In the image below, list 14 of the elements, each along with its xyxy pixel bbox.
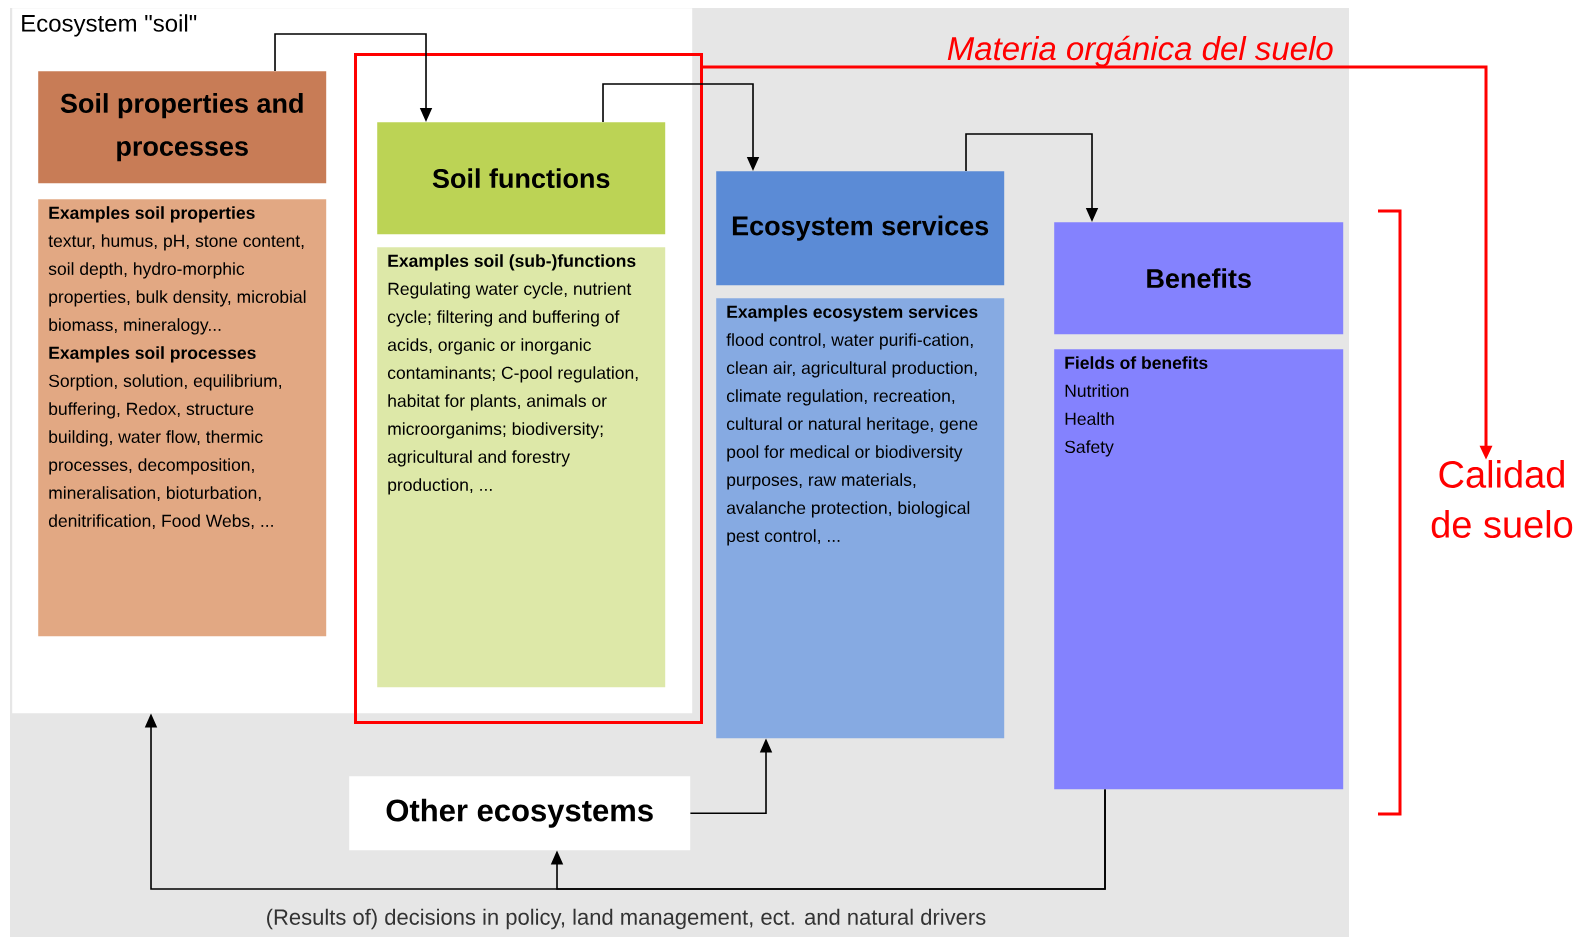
text-box: Examples soil properties textur, humus, pH, stone content, soil depth, hydro-morphic properties, bulk density, microbial biomass, mineralogy... Examples soil processes Sorption, solution, equilibrium, buffering, Redox, structure building, water flow, thermic processes, decomposition, mineralisation, bioturbation, denitrification, Food Webs, ... [38,199,327,637]
header-box: Soil properties and processes [38,71,327,184]
node-label: Ecosystem "soil" [22,14,197,37]
label-box: Other ecosystems [349,776,691,851]
note-text: (Results of) decisions in policy, land management, ect. and natural drivers [267,908,986,930]
header-box: Benefits [1054,222,1344,335]
arrow [550,788,1106,890]
side-label: Calidad de suelo [1431,460,1573,538]
text-box: Examples ecosystem services flood control, water purifi-cation, clean air, agricultural production, climate regulation, recreation, cultural or natural heritage, gene pool for medical or biodiversity purposes, raw materials, avalanche protection, biological pest control, ... [716,298,1005,739]
header-box: Ecosystem services [716,171,1005,286]
header-box: Soil functions [377,122,666,235]
text-box: Examples soil (sub-)functions Regulating water cycle, nutrient cycle; filtering and buffering of acids, organic or inorganic contaminants; C-pool regulation, habitat for plants, animals or microorganims; biodiversity; agricultural and forestry production, ... [377,247,666,688]
text-box: Fields of benefits Nutrition Health Safety [1054,349,1344,790]
edge-label: Materia orgánica del suelo [947,35,1333,67]
